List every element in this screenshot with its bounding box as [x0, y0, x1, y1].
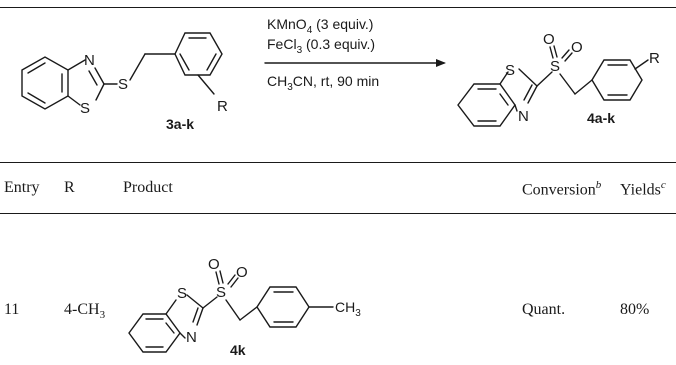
product-4k-label: 4k: [230, 342, 246, 358]
atom-s-product: S: [505, 62, 515, 79]
atom-r: R: [217, 98, 228, 115]
atom-s-thioether: S: [118, 76, 128, 93]
atom-o-2: O: [571, 39, 583, 56]
cell-yield: 80%: [620, 301, 650, 318]
reactant-benzothiazole: N S: [21, 52, 118, 117]
substituent-ch3: CH3: [335, 299, 361, 319]
header-r: R: [64, 179, 75, 196]
atom-s-4k: S: [177, 285, 187, 302]
atom-o-2-4k: O: [236, 264, 248, 281]
solvent-conditions: CH3CN, rt, 90 min: [267, 73, 379, 93]
product-label: 4a-k: [587, 110, 615, 126]
reactant-label: 3a-k: [166, 116, 194, 132]
atom-s: S: [80, 100, 90, 117]
footnote-b: b: [595, 179, 602, 191]
atom-n: N: [84, 52, 95, 69]
product-benzyl-ring: R: [591, 50, 660, 101]
atom-s-sulfonyl: S: [550, 58, 560, 75]
footnote-c: c: [660, 179, 666, 191]
atom-r-product: R: [649, 50, 660, 67]
atom-o-1: O: [543, 31, 555, 48]
atom-n-product: N: [518, 108, 529, 125]
scheme-bottom-rule: [0, 162, 676, 163]
atom-s-sulfonyl-4k: S: [216, 284, 226, 301]
reagent-fecl3: FeCl3 (0.3 equiv.): [267, 36, 375, 56]
header-bottom-rule: [0, 213, 676, 214]
cell-entry: 11: [4, 301, 20, 318]
reactant-benzyl-ring: R: [174, 32, 228, 115]
header-entry: Entry: [4, 179, 40, 196]
header-product: Product: [123, 179, 173, 196]
atom-o-1-4k: O: [208, 256, 220, 273]
header-conversion: Conversionb: [522, 179, 602, 199]
top-rule: [0, 7, 676, 8]
atom-n-4k: N: [186, 329, 197, 346]
header-yields: Yieldsc: [620, 179, 666, 199]
cell-r: 4-CH3: [64, 301, 106, 322]
product-4k-structure: S N S O O CH3 4k: [128, 256, 361, 358]
reaction-scheme: N S S R 3a-k KMnO4 (3 equiv.) FeCl3 (0.3…: [21, 16, 660, 132]
product-benzothiazole: S N: [457, 62, 553, 127]
reagent-kmno4: KMnO4 (3 equiv.): [267, 16, 373, 36]
cell-conversion: Quant.: [522, 301, 566, 318]
arrow-head: [436, 59, 446, 67]
